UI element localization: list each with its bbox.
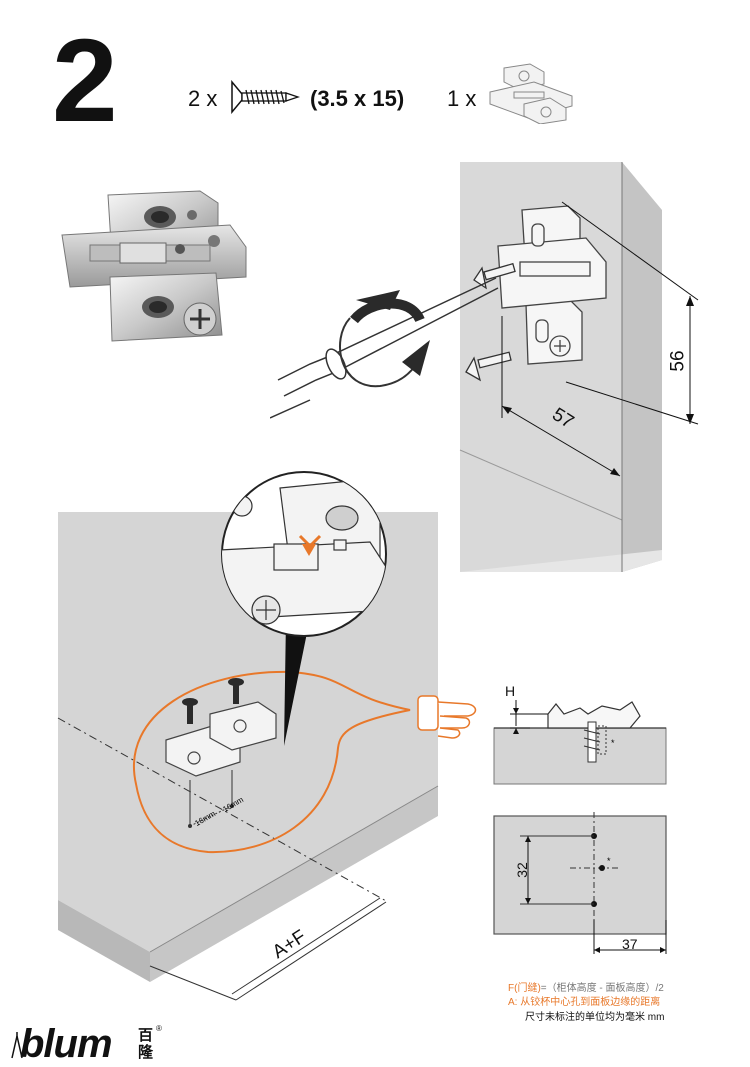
dimension-h: H	[505, 683, 516, 699]
screw-quantity: 2 x	[188, 86, 218, 111]
legend-a-line: A: 从铰杯中心孔到面板边缘的距离	[508, 996, 660, 1009]
asterisk-marker-plan: *	[607, 856, 611, 866]
legend-a-label: A:	[508, 997, 518, 1008]
side-elevation-detail	[493, 700, 667, 785]
registered-mark: ®	[156, 1024, 162, 1033]
plan-view-detail	[493, 812, 667, 954]
dimension-height-56: 56	[667, 350, 689, 372]
screw-icon	[231, 80, 300, 114]
plate-quantity: 1 x	[447, 86, 477, 111]
mounting-plate-icon	[489, 63, 573, 124]
cabinet-wall-illustration	[270, 162, 699, 572]
mounting-plate-photo	[61, 190, 247, 342]
step-number: 2	[52, 15, 118, 147]
dimension-offset-37: 37	[622, 936, 638, 952]
zoom-detail-circle	[221, 471, 387, 637]
legend-units-note: 尺寸未标注的单位均为毫米 mm	[525, 1012, 665, 1023]
legend-a-text: 从铰杯中心孔到面板边缘的距离	[520, 997, 661, 1008]
dimension-hole-spacing-32: 32	[513, 862, 530, 878]
legend-f-text: =（柜体高度 - 面板高度）/2	[540, 983, 664, 994]
legend-f-line: F(门缝)=（柜体高度 - 面板高度）/2	[508, 982, 664, 995]
legend-f-label: F(门缝)	[508, 983, 541, 994]
brand-chinese-name: 百隆	[138, 1027, 154, 1061]
brand-name: blum	[20, 1022, 113, 1066]
blum-logo-icon	[11, 1032, 23, 1059]
screw-size: (3.5 x 15)	[310, 86, 405, 111]
asterisk-marker-top: *	[611, 738, 615, 748]
